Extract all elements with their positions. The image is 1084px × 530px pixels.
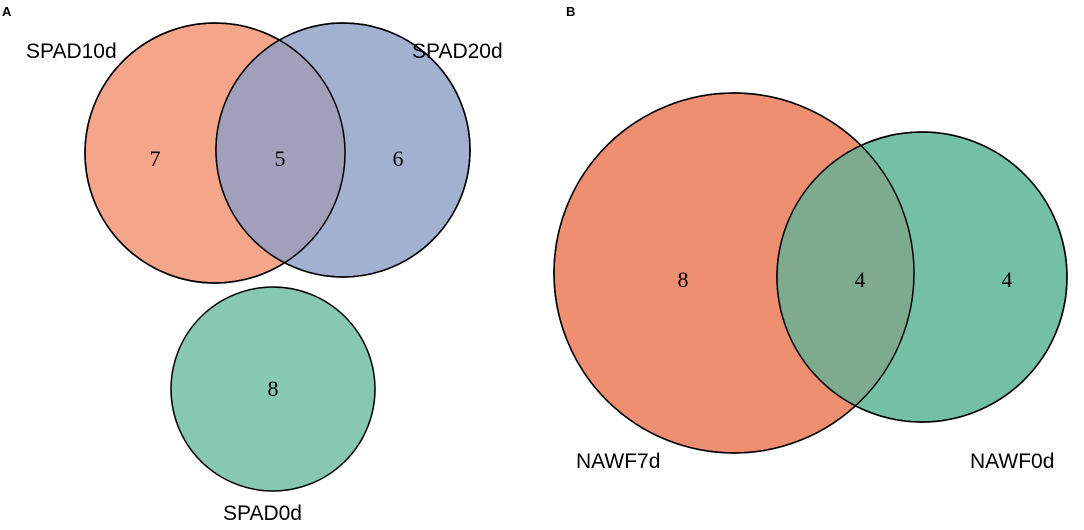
nawf7d-label: NAWF7d [576,450,660,473]
spad20d-outline [215,22,471,278]
nawf0d-only-count: 4 [1002,267,1013,292]
spad20d-label: SPAD20d [412,40,503,63]
spad10d-label: SPAD10d [26,40,117,63]
nawf7d-only-count: 8 [678,267,689,292]
spad10d-only-count: 7 [150,146,161,171]
panel-b: B NAWF7d NAWF0d 8 4 4 [553,4,1068,473]
nawf0d-outline [776,131,1068,423]
spad10d-spad20d-overlap [216,23,345,277]
panel-a: A SPAD10d SPAD20d SPAD0d 7 5 6 8 [2,4,503,525]
spad0d-label: SPAD0d [223,502,302,525]
nawf7d-nawf0d-count: 4 [855,267,866,292]
spad0d-only-count: 8 [268,376,279,401]
panel-b-letter: B [566,4,575,19]
nawf7d-nawf0d-overlap [777,132,914,422]
nawf0d-label: NAWF0d [970,450,1054,473]
panel-a-letter: A [2,4,12,19]
nawf7d-outline [553,92,915,454]
spad10d-spad20d-count: 5 [275,146,286,171]
spad0d-circle [170,286,376,492]
spad10d-outline [84,22,346,284]
spad20d-only-count: 6 [393,146,404,171]
